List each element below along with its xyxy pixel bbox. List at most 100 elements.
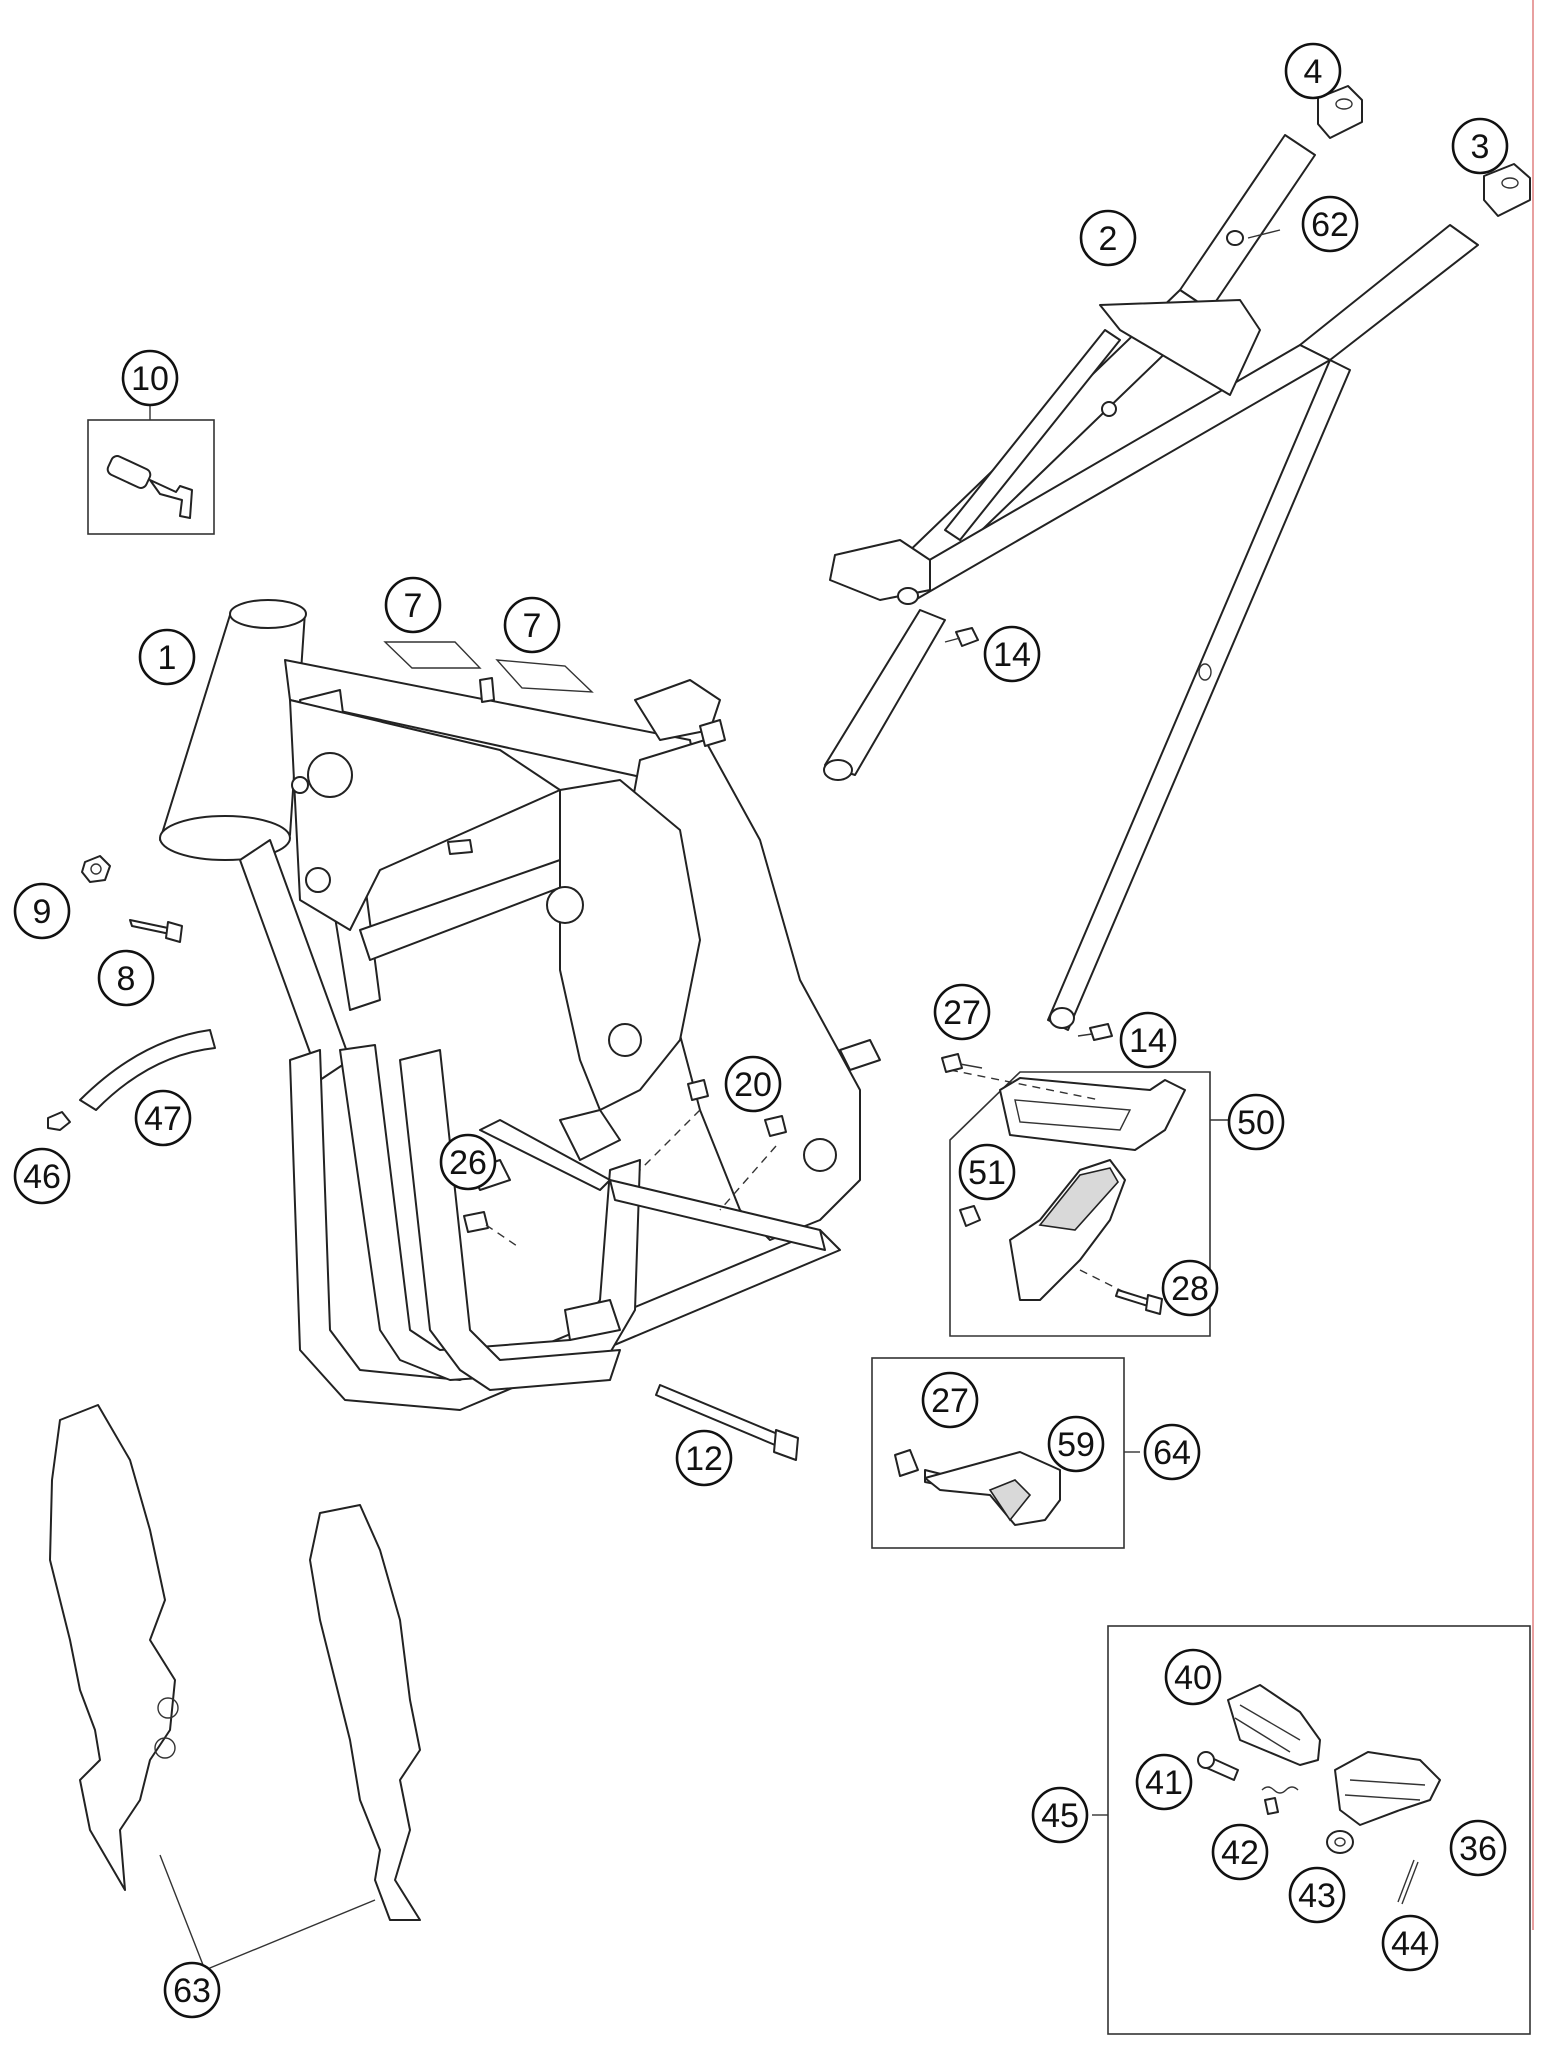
leader-62 bbox=[1247, 229, 1281, 239]
decal-7-left bbox=[383, 641, 482, 669]
callout-circle bbox=[439, 1133, 497, 1191]
callout-7b: 7 bbox=[503, 596, 561, 654]
callout-circle bbox=[1288, 1866, 1346, 1924]
callout-20: 20 bbox=[724, 1055, 782, 1113]
callout-circle bbox=[1119, 1011, 1177, 1069]
callout-circle bbox=[1211, 1823, 1269, 1881]
chain-slider-kit-64 bbox=[871, 1357, 1140, 1549]
callout-label: 14 bbox=[1129, 1022, 1167, 1060]
callout-3: 3 bbox=[1451, 117, 1509, 175]
callout-label: 4 bbox=[1304, 53, 1323, 91]
callout-circle bbox=[1135, 1753, 1193, 1811]
subframe-bolt-upper bbox=[944, 627, 979, 647]
callout-label: 20 bbox=[734, 1066, 772, 1104]
bushing-20-b bbox=[764, 1115, 787, 1137]
subframe-bolt-lower bbox=[1077, 1023, 1113, 1041]
callout-62: 62 bbox=[1301, 195, 1359, 253]
callout-label: 27 bbox=[943, 994, 981, 1032]
tube-plug-4 bbox=[1317, 85, 1363, 139]
chain-guide-50 bbox=[949, 1069, 1230, 1337]
callout-10: 10 bbox=[121, 349, 179, 407]
bolt-27-upper bbox=[941, 1053, 983, 1073]
callout-label: 14 bbox=[993, 636, 1031, 674]
callout-36: 36 bbox=[1449, 1819, 1507, 1877]
bolt-28 bbox=[1115, 1289, 1163, 1315]
callout-circle bbox=[1164, 1648, 1222, 1706]
callout-label: 50 bbox=[1237, 1104, 1275, 1142]
bushing-20-a bbox=[687, 1079, 709, 1101]
callout-label: 42 bbox=[1221, 1834, 1259, 1872]
callout-14b: 14 bbox=[1119, 1011, 1177, 1069]
callout-circle bbox=[1301, 195, 1359, 253]
callout-46: 46 bbox=[13, 1147, 71, 1205]
callout-label: 51 bbox=[968, 1154, 1006, 1192]
callout-63: 63 bbox=[163, 1961, 221, 2019]
callout-label: 45 bbox=[1041, 1797, 1079, 1835]
callout-label: 3 bbox=[1471, 128, 1490, 166]
callout-27b: 27 bbox=[921, 1371, 979, 1429]
callout-circle bbox=[675, 1429, 733, 1487]
callout-label: 36 bbox=[1459, 1830, 1497, 1868]
callout-label: 7 bbox=[523, 607, 542, 645]
callout-circle bbox=[1451, 117, 1509, 175]
callout-circle bbox=[1143, 1423, 1201, 1481]
callout-circle bbox=[1449, 1819, 1507, 1877]
callout-label: 40 bbox=[1174, 1659, 1212, 1697]
callout-label: 62 bbox=[1311, 206, 1349, 244]
callout-label: 8 bbox=[117, 960, 136, 998]
callout-circle bbox=[1284, 42, 1342, 100]
callout-circle bbox=[724, 1055, 782, 1113]
callout-label: 12 bbox=[685, 1440, 723, 1478]
callout-47: 47 bbox=[134, 1089, 192, 1147]
callout-circle bbox=[1227, 1093, 1285, 1151]
callout-circle bbox=[503, 596, 561, 654]
callout-label: 44 bbox=[1391, 1925, 1429, 1963]
callout-circle bbox=[983, 625, 1041, 683]
callout-label: 10 bbox=[131, 360, 169, 398]
callout-circle bbox=[163, 1961, 221, 2019]
callout-label: 46 bbox=[23, 1158, 61, 1196]
callout-label: 41 bbox=[1145, 1764, 1183, 1802]
callout-circle bbox=[138, 628, 196, 686]
callout-circle bbox=[1381, 1914, 1439, 1972]
callout-circle bbox=[933, 983, 991, 1041]
callout-label: 26 bbox=[449, 1144, 487, 1182]
callout-12: 12 bbox=[675, 1429, 733, 1487]
breather-hose-47 bbox=[79, 1029, 216, 1111]
callout-circle bbox=[134, 1089, 192, 1147]
callout-26: 26 bbox=[439, 1133, 497, 1191]
callout-label: 2 bbox=[1099, 220, 1118, 258]
callout-27a: 27 bbox=[933, 983, 991, 1041]
footrest-kit-45 bbox=[1092, 1625, 1531, 2035]
callout-circle bbox=[1079, 209, 1137, 267]
callout-circle bbox=[384, 576, 442, 634]
callout-4: 4 bbox=[1284, 42, 1342, 100]
callout-44: 44 bbox=[1381, 1914, 1439, 1972]
callout-circle bbox=[921, 1371, 979, 1429]
callout-label: 27 bbox=[931, 1382, 969, 1420]
callout-28: 28 bbox=[1161, 1259, 1219, 1317]
callout-41: 41 bbox=[1135, 1753, 1193, 1811]
tube-plug-3 bbox=[1483, 163, 1531, 217]
callout-circle bbox=[13, 1147, 71, 1205]
callout-circle bbox=[958, 1143, 1016, 1201]
bolt-8 bbox=[129, 919, 183, 943]
callout-42: 42 bbox=[1211, 1823, 1269, 1881]
steering-lock-part bbox=[87, 398, 215, 535]
nut-9 bbox=[81, 855, 111, 883]
callout-circle bbox=[121, 349, 179, 407]
callout-label: 1 bbox=[158, 639, 177, 677]
callout-14a: 14 bbox=[983, 625, 1041, 683]
callout-9: 9 bbox=[13, 882, 71, 940]
callout-45: 45 bbox=[1031, 1786, 1089, 1844]
callout-label: 63 bbox=[173, 1972, 211, 2010]
callout-59: 59 bbox=[1047, 1415, 1105, 1473]
callout-label: 64 bbox=[1153, 1434, 1191, 1472]
callout-43: 43 bbox=[1288, 1866, 1346, 1924]
callout-label: 9 bbox=[33, 893, 52, 931]
hose-clamp-46 bbox=[47, 1111, 71, 1131]
callout-40: 40 bbox=[1164, 1648, 1222, 1706]
